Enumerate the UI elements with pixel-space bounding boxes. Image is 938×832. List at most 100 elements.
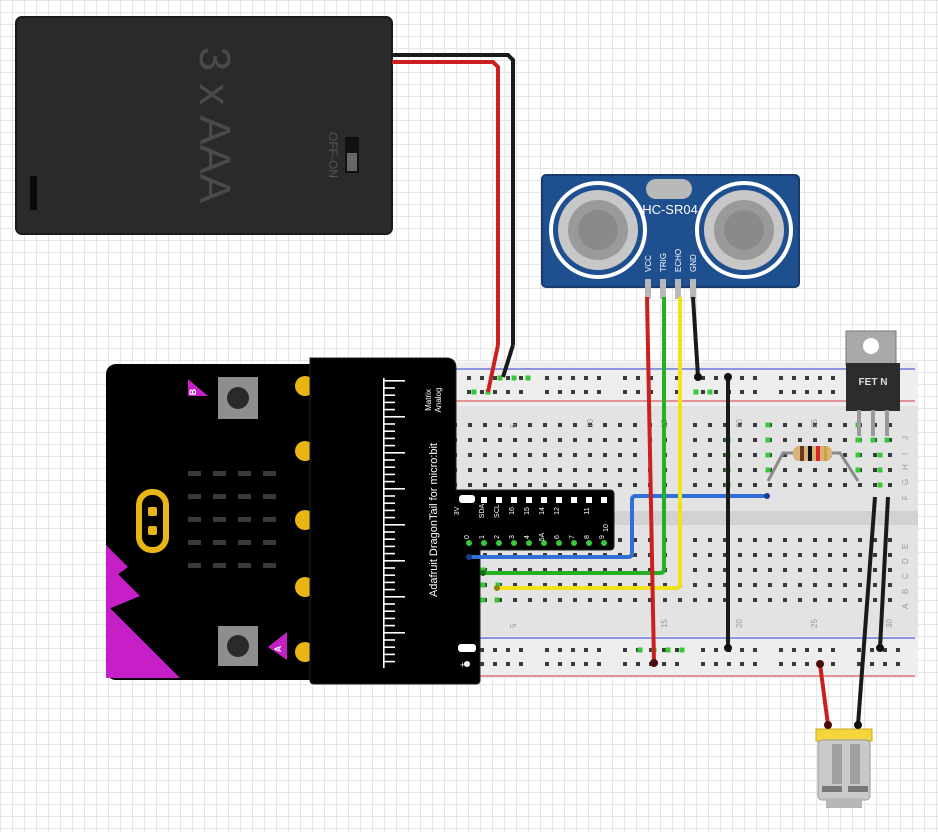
breadboard-hole bbox=[738, 483, 742, 487]
pin-label: SDA bbox=[479, 503, 486, 518]
breadboard-hole bbox=[723, 553, 727, 557]
wire-mosfet-ground bbox=[878, 496, 890, 649]
led bbox=[188, 563, 201, 568]
sensor-pin-label: GND bbox=[689, 254, 698, 272]
rail-hole bbox=[623, 376, 627, 380]
breadboard-hole bbox=[468, 468, 472, 472]
breadboard-hole bbox=[648, 583, 652, 587]
dragontail-power-pins[interactable]: + bbox=[458, 644, 476, 670]
breadboard-hole bbox=[558, 438, 562, 442]
breadboard-hole bbox=[618, 423, 622, 427]
pin-label: 1 bbox=[479, 535, 486, 539]
connected-hole bbox=[765, 467, 771, 473]
sensor-model: HC-SR04 bbox=[642, 202, 698, 217]
rail-hole bbox=[662, 648, 666, 652]
breadboard-hole bbox=[798, 568, 802, 572]
edge-trace bbox=[383, 502, 395, 504]
breadboard-hole bbox=[753, 438, 757, 442]
button-b[interactable] bbox=[218, 377, 258, 419]
dragontail-pin-headers[interactable] bbox=[459, 495, 607, 546]
button-b-label: B bbox=[188, 388, 198, 395]
breadboard-hole bbox=[888, 583, 892, 587]
breadboard-hole bbox=[843, 553, 847, 557]
connected-hole bbox=[511, 375, 517, 381]
rail-hole bbox=[467, 390, 471, 394]
row-letter: G bbox=[901, 479, 910, 485]
breadboard-hole bbox=[738, 598, 742, 602]
breadboard-hole bbox=[768, 598, 772, 602]
breadboard-hole bbox=[558, 583, 562, 587]
edge-trace bbox=[383, 596, 405, 598]
breadboard-hole bbox=[603, 568, 607, 572]
power-plus-label: + bbox=[460, 660, 465, 670]
breadboard-hole bbox=[498, 568, 502, 572]
power-switch[interactable] bbox=[345, 137, 359, 173]
rail-hole bbox=[857, 662, 861, 666]
breadboard-hole bbox=[633, 583, 637, 587]
breadboard-hole bbox=[498, 438, 502, 442]
column-number: 10 bbox=[586, 419, 595, 428]
rail-hole bbox=[701, 390, 705, 394]
breadboard-hole bbox=[828, 598, 832, 602]
breadboard-hole bbox=[558, 468, 562, 472]
breadboard-hole bbox=[558, 453, 562, 457]
edge-trace bbox=[383, 378, 385, 668]
breadboard-hole bbox=[873, 583, 877, 587]
breadboard-hole bbox=[888, 423, 892, 427]
battery-label: 3 x AAA bbox=[190, 47, 239, 204]
battery-black-wire bbox=[392, 53, 515, 345]
rail-hole bbox=[818, 390, 822, 394]
breadboard-hole bbox=[708, 438, 712, 442]
breadboard-hole bbox=[813, 468, 817, 472]
edge-trace bbox=[383, 473, 395, 476]
breadboard-hole bbox=[573, 423, 577, 427]
dragontail-pin-labels: 3V SDA SCL 16 15 14 12 11 0 1 2 3 4 5A 6… bbox=[454, 503, 610, 541]
rail-hole bbox=[506, 376, 510, 380]
connected-hole bbox=[665, 647, 671, 653]
header-pin bbox=[586, 497, 592, 503]
breadboard-hole bbox=[513, 598, 517, 602]
sensor-pins[interactable] bbox=[645, 279, 696, 299]
edge-trace bbox=[383, 444, 395, 447]
breadboard-hole bbox=[858, 483, 862, 487]
rail-hole bbox=[506, 648, 510, 652]
rail-hole bbox=[467, 376, 471, 380]
breadboard-hole bbox=[513, 468, 517, 472]
rail-hole bbox=[623, 390, 627, 394]
rail-hole bbox=[701, 648, 705, 652]
breadboard-hole bbox=[798, 468, 802, 472]
breadboard-hole bbox=[513, 423, 517, 427]
breadboard-hole bbox=[843, 598, 847, 602]
edge-trace bbox=[383, 531, 395, 533]
breadboard-hole bbox=[723, 583, 727, 587]
led bbox=[263, 494, 276, 499]
breadboard-hole bbox=[603, 483, 607, 487]
breadboard-hole bbox=[828, 583, 832, 587]
breadboard-hole bbox=[588, 583, 592, 587]
edge-trace bbox=[383, 552, 395, 555]
breadboard-hole bbox=[633, 438, 637, 442]
row-letter: I bbox=[901, 453, 910, 455]
breadboard-hole bbox=[828, 538, 832, 542]
connected-hole bbox=[855, 467, 861, 473]
pin-label: 15 bbox=[524, 507, 531, 515]
breadboard-hole bbox=[873, 553, 877, 557]
led bbox=[263, 563, 276, 568]
rail-hole bbox=[545, 376, 549, 380]
pin-label: 10 bbox=[603, 524, 610, 532]
header-pin bbox=[526, 497, 532, 503]
rail-hole bbox=[558, 662, 562, 666]
rail-hole bbox=[597, 662, 601, 666]
connected-hole bbox=[765, 422, 771, 428]
breadboard-hole bbox=[633, 568, 637, 572]
button-a[interactable] bbox=[218, 626, 258, 666]
breadboard-hole bbox=[843, 483, 847, 487]
edge-trace bbox=[383, 617, 395, 620]
edge-trace bbox=[383, 653, 395, 656]
breadboard-hole bbox=[783, 568, 787, 572]
connected-hole bbox=[471, 389, 477, 395]
header-pin bbox=[541, 497, 547, 503]
breadboard-hole bbox=[858, 598, 862, 602]
breadboard-hole bbox=[483, 438, 487, 442]
breadboard-hole bbox=[858, 538, 862, 542]
